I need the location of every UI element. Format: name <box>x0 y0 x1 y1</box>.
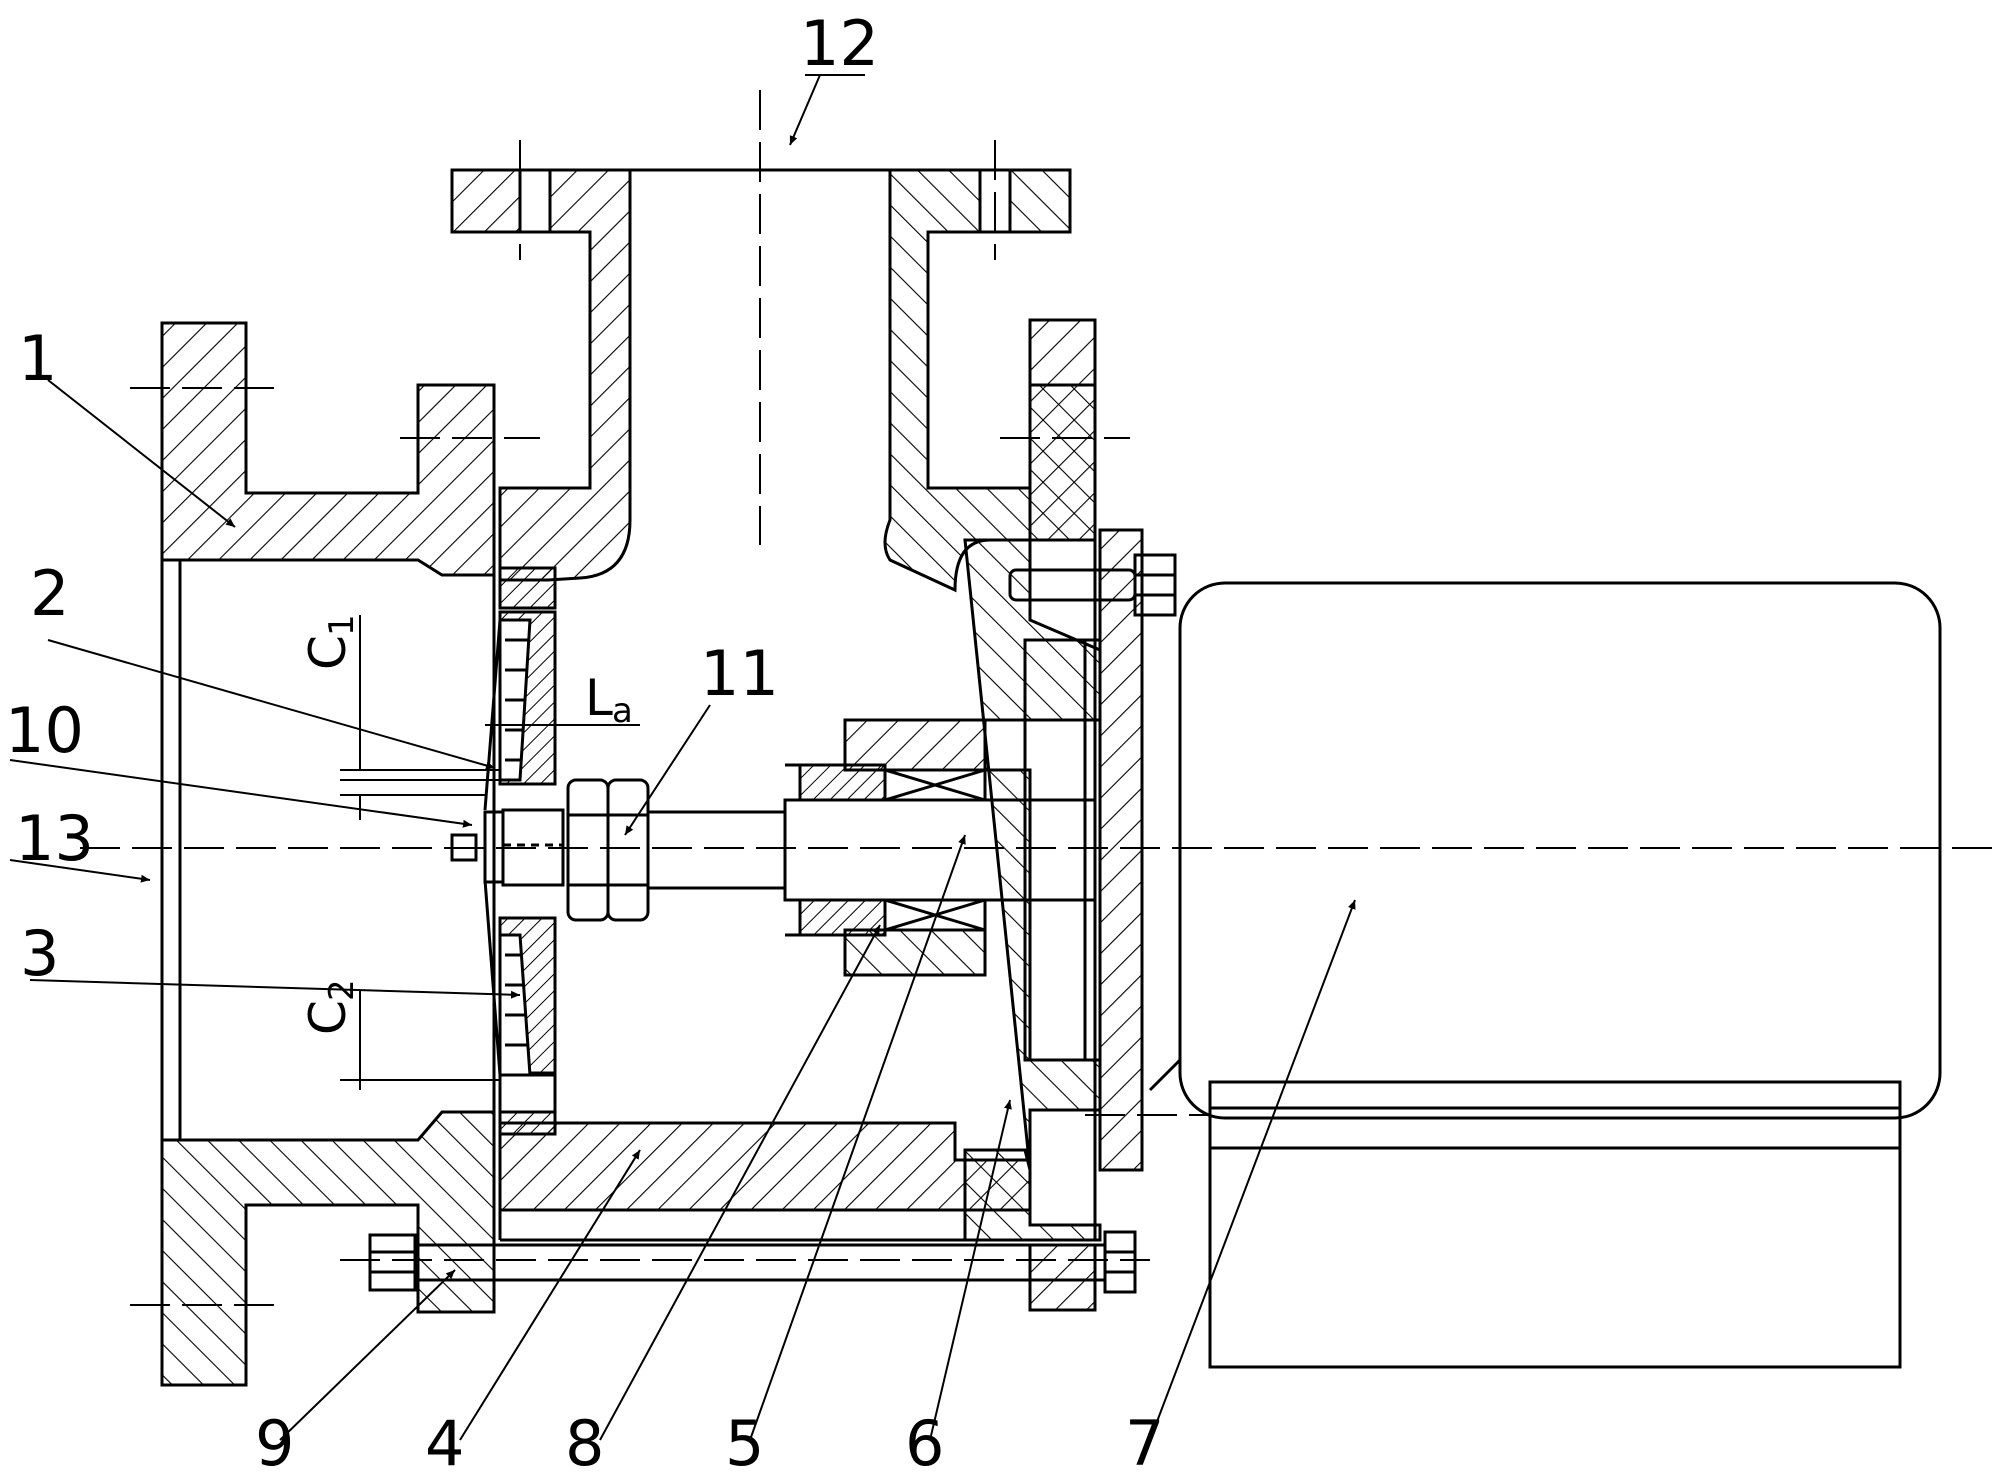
callout-4: 4 <box>425 1407 464 1475</box>
dim-c1-sub: 1 <box>322 614 362 636</box>
dim-c2-letter: C <box>299 1000 357 1035</box>
rear-cover-part-6 <box>963 318 1102 1312</box>
callout-10: 10 <box>5 694 84 767</box>
outlet-casing-part-12 <box>450 168 1097 593</box>
impeller-part-3 <box>498 916 557 1136</box>
leader-lines <box>9 74 1356 1441</box>
callout-9: 9 <box>255 1407 294 1475</box>
motor-flange <box>1023 528 1144 1172</box>
callout-13: 13 <box>15 802 94 875</box>
callout-5: 5 <box>725 1407 764 1475</box>
callout-11: 11 <box>700 637 779 710</box>
seal-part-8 <box>785 718 987 977</box>
motor-part-7 <box>1148 581 1942 1369</box>
callout-2: 2 <box>30 557 69 630</box>
dimension-lines <box>340 615 640 1090</box>
callout-1: 1 <box>18 322 57 395</box>
impeller-part-2 <box>498 566 557 786</box>
dimension-labels: C 1 C 2 L a <box>299 614 633 1035</box>
callout-6: 6 <box>905 1407 944 1475</box>
centerlines <box>80 90 2000 1306</box>
callout-3: 3 <box>20 917 59 990</box>
callout-8: 8 <box>565 1407 604 1475</box>
bracket-part-4 <box>498 1121 1032 1242</box>
tie-bolt-part-9 <box>368 1230 1137 1294</box>
dim-la-sub: a <box>612 691 633 731</box>
inlet-casing-part-1 <box>160 321 496 1387</box>
shaft-nuts-part-11 <box>566 778 650 922</box>
callout-7: 7 <box>1125 1407 1164 1475</box>
dim-la-letter: L <box>585 669 613 727</box>
dim-c1-letter: C <box>299 635 357 670</box>
callout-12: 12 <box>800 7 879 80</box>
dim-c2-sub: 2 <box>322 979 362 1001</box>
callout-labels: 1 2 10 13 3 11 12 9 4 8 5 6 7 <box>5 7 1164 1475</box>
top-bolt <box>1008 553 1177 617</box>
